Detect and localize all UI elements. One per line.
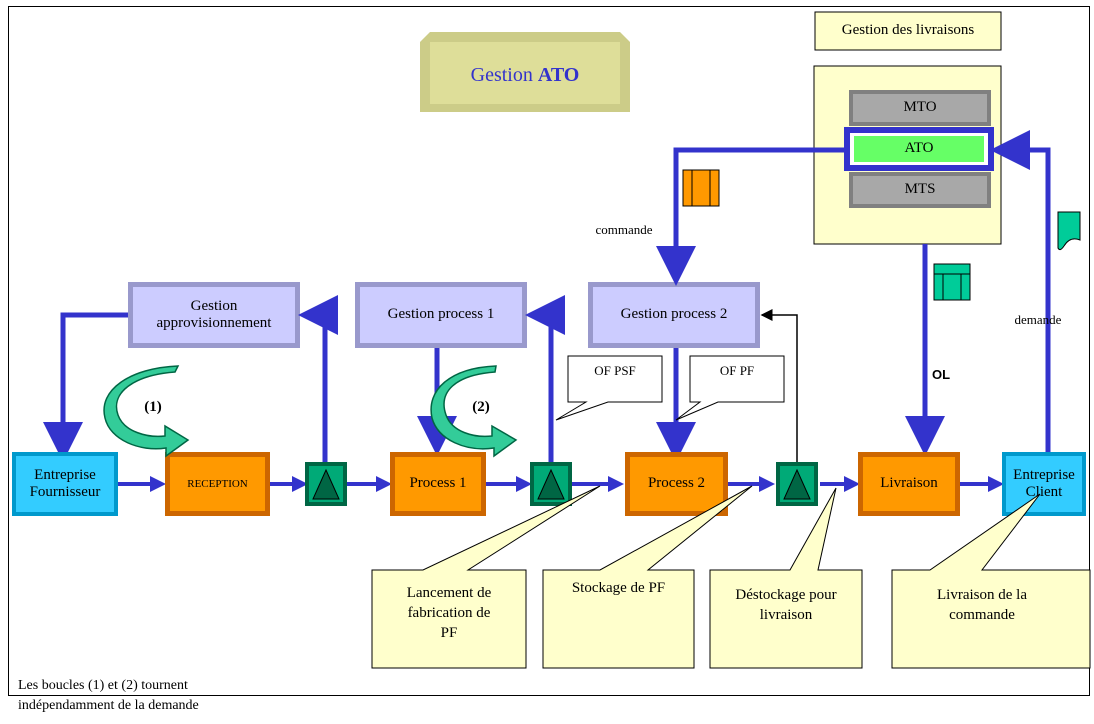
process1-label: Process 1	[409, 475, 467, 492]
supplier-line2: Fournisseur	[29, 484, 101, 500]
ol-label: OL	[931, 366, 951, 382]
process2-management-box	[588, 282, 760, 348]
of-pf-bubble	[675, 355, 785, 421]
footnote-line1: Les boucles (1) et (2) tournent	[18, 678, 188, 693]
callout-destock-line1: Déstockage pour	[735, 586, 837, 603]
supplier-box	[12, 452, 118, 516]
delivery-order-icon	[933, 263, 971, 301]
delivery-title-box	[814, 11, 1002, 51]
process2-management-label: Gestion process 2	[620, 306, 728, 323]
page-title: Gestion ATO	[430, 56, 620, 94]
stock-3	[776, 462, 818, 506]
delivery-label: Livraison	[880, 475, 938, 492]
callout-launch-line2: fabrication de	[407, 604, 491, 621]
process1-management-label: Gestion process 1	[387, 306, 495, 323]
callout-launch-line3: PF	[440, 625, 458, 642]
reception-label: RECEPTION	[187, 477, 248, 490]
reception-box	[165, 452, 270, 516]
flow-stock1-to-supply	[298, 295, 338, 462]
page-title-prefix: Gestion	[470, 63, 533, 86]
stock-1	[305, 462, 347, 506]
flow-supply-to-supplier	[43, 312, 128, 462]
process2-label: Process 2	[647, 475, 706, 492]
callout-delivery-shape	[891, 493, 1091, 669]
title-box	[420, 32, 630, 112]
process2-box	[625, 452, 728, 516]
flow-client-to-ato	[990, 130, 1051, 452]
mode-mto-label: MTO	[903, 99, 937, 116]
supply-management-box	[128, 282, 300, 348]
demande-label: demande	[1014, 312, 1062, 327]
loop-2-label: (2)	[472, 398, 490, 415]
flow-ato-to-pm2	[656, 147, 847, 286]
callout-launch-line1: Lancement de	[406, 584, 492, 601]
client-label: Entreprise Client	[1006, 456, 1082, 512]
callout-delivery-text: Livraison de la commande	[892, 580, 1072, 630]
callout-launch-text: Lancement de fabrication de PF	[372, 578, 526, 648]
callout-storage-text: Stockage de PF	[571, 580, 666, 597]
mode-mts-box	[849, 172, 991, 208]
callout-destock-shape	[709, 487, 863, 669]
process1-management-box	[355, 282, 527, 348]
delivery-title: Gestion des livraisons	[841, 22, 975, 39]
of-pf-label: OF PF	[719, 363, 755, 378]
callout-launch-shape	[371, 485, 601, 669]
process1-box	[390, 452, 486, 516]
mode-mts-label: MTS	[904, 181, 936, 198]
callout-destock-line2: livraison	[759, 607, 813, 623]
stock-2	[530, 462, 572, 506]
mode-ato-label: ATO	[904, 140, 934, 157]
of-psf-label: OF PSF	[594, 363, 636, 378]
supplier-line1: Entreprise	[34, 466, 96, 483]
of-psf-bubble	[555, 355, 663, 421]
callout-delivery-line1: Livraison de la	[937, 586, 1027, 603]
loop-1-arrow	[103, 365, 190, 458]
callout-destock-text: Déstockage pour livraison	[710, 580, 862, 630]
supply-management-line2: approvisionnement	[156, 315, 272, 331]
loop-1-label: (1)	[144, 398, 162, 415]
flow-stock3-to-pm2	[760, 309, 798, 462]
flow-stock2-to-pm1	[525, 295, 565, 462]
supply-management-label: Gestion approvisionnement	[133, 287, 295, 343]
callout-storage-shape	[542, 485, 753, 669]
mode-mto-box	[849, 90, 991, 126]
order-document-icon	[682, 169, 720, 207]
callout-delivery-line2: commande	[949, 607, 1015, 623]
page-title-strong: ATO	[537, 63, 580, 86]
demand-document-icon	[1057, 211, 1081, 251]
supplier-label: Entreprise Fournisseur	[16, 456, 114, 512]
client-line2: Client	[1025, 484, 1063, 500]
client-line1: Entreprise	[1013, 466, 1075, 483]
supply-management-line1: Gestion	[190, 297, 238, 314]
commande-label: commande	[595, 222, 653, 237]
footnote-line2: indépendamment de la demande	[18, 698, 199, 714]
footnote: Les boucles (1) et (2) tournent indépend…	[18, 676, 199, 717]
diagram-frame	[8, 6, 1090, 696]
delivery-box	[858, 452, 960, 516]
client-box	[1002, 452, 1086, 516]
loop-2-arrow	[430, 365, 518, 458]
